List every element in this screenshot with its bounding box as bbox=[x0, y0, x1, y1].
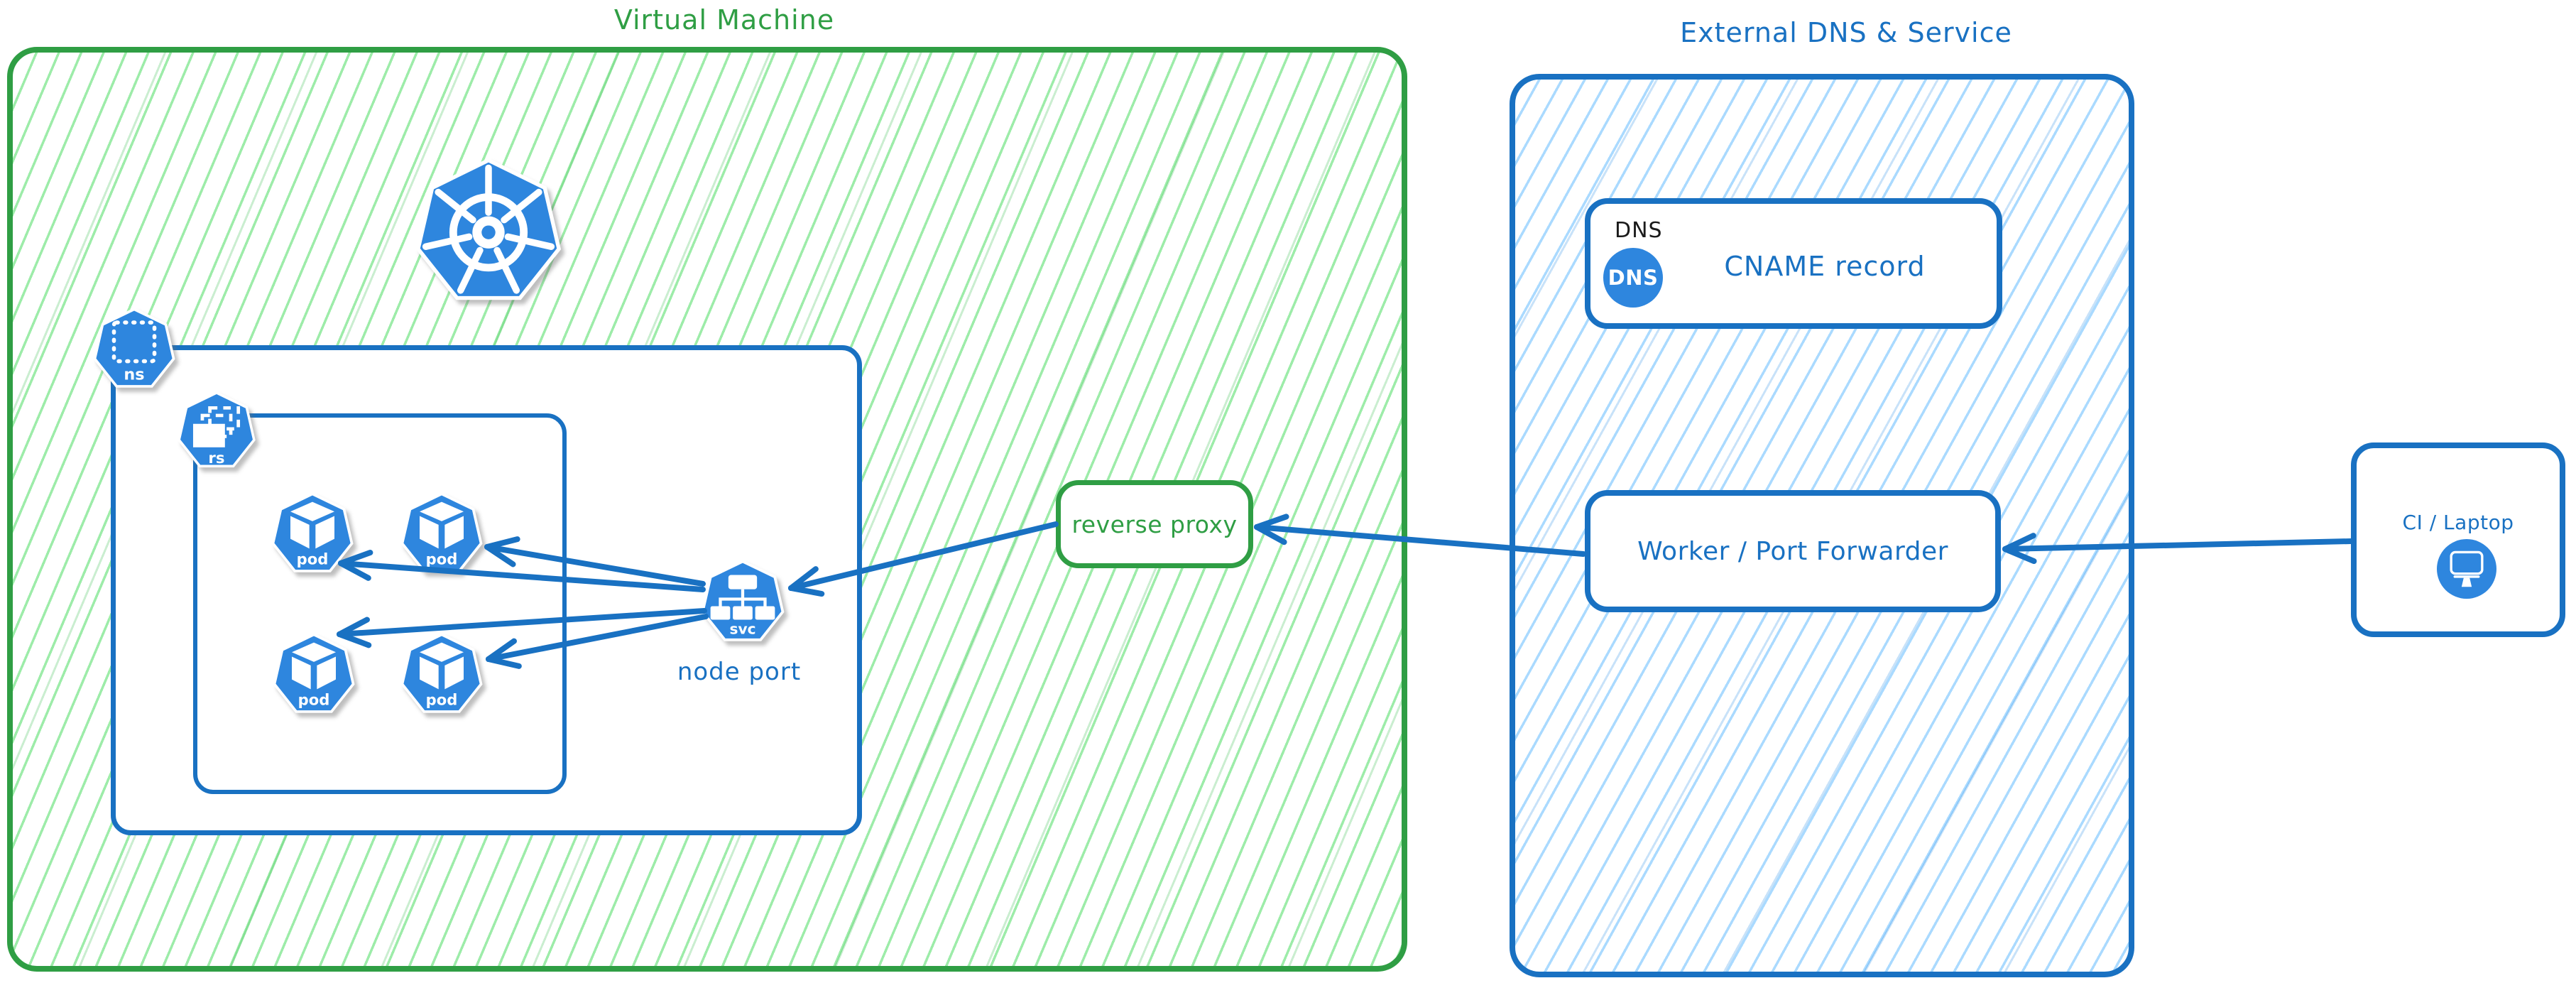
external-dns-title: External DNS & Service bbox=[1680, 17, 2012, 48]
replicaset-box bbox=[193, 413, 567, 794]
pod-badge-label: pod bbox=[297, 550, 329, 568]
service-badge-label: svc bbox=[729, 621, 755, 638]
pod-icon: pod bbox=[270, 629, 358, 717]
pod-badge-label: pod bbox=[426, 550, 458, 568]
kubernetes-logo-icon bbox=[412, 149, 565, 313]
reverse-proxy-box: reverse proxy bbox=[1056, 480, 1253, 568]
virtual-machine-title: Virtual Machine bbox=[613, 4, 835, 36]
pod-icon: pod bbox=[268, 489, 356, 577]
worker-port-forwarder-label: Worker / Port Forwarder bbox=[1637, 536, 1948, 566]
monitor-icon bbox=[2437, 539, 2496, 599]
pod-icon: pod bbox=[398, 629, 486, 717]
dns-card: DNS DNS CNAME record bbox=[1585, 198, 2002, 329]
pod-badge-label: pod bbox=[426, 691, 458, 709]
service-icon: svc bbox=[698, 556, 787, 646]
namespace-badge-label: ns bbox=[124, 366, 144, 384]
dns-icon-label: DNS bbox=[1608, 266, 1659, 290]
pod-icon: pod bbox=[398, 489, 486, 577]
namespace-icon: ns bbox=[90, 304, 178, 392]
dns-icon: DNS bbox=[1603, 248, 1663, 308]
replicaset-icon: rs bbox=[175, 388, 258, 472]
reverse-proxy-label: reverse proxy bbox=[1071, 510, 1238, 538]
replicaset-badge-label: rs bbox=[208, 450, 224, 467]
cname-record-label: CNAME record bbox=[1724, 251, 1926, 282]
pod-badge-label: pod bbox=[298, 691, 330, 709]
client-box: CI / Laptop bbox=[2351, 442, 2565, 637]
client-label: CI / Laptop bbox=[2402, 511, 2514, 534]
dns-card-header: DNS bbox=[1615, 218, 1663, 243]
worker-port-forwarder-box: Worker / Port Forwarder bbox=[1585, 490, 2001, 612]
node-port-label: node port bbox=[677, 658, 802, 686]
